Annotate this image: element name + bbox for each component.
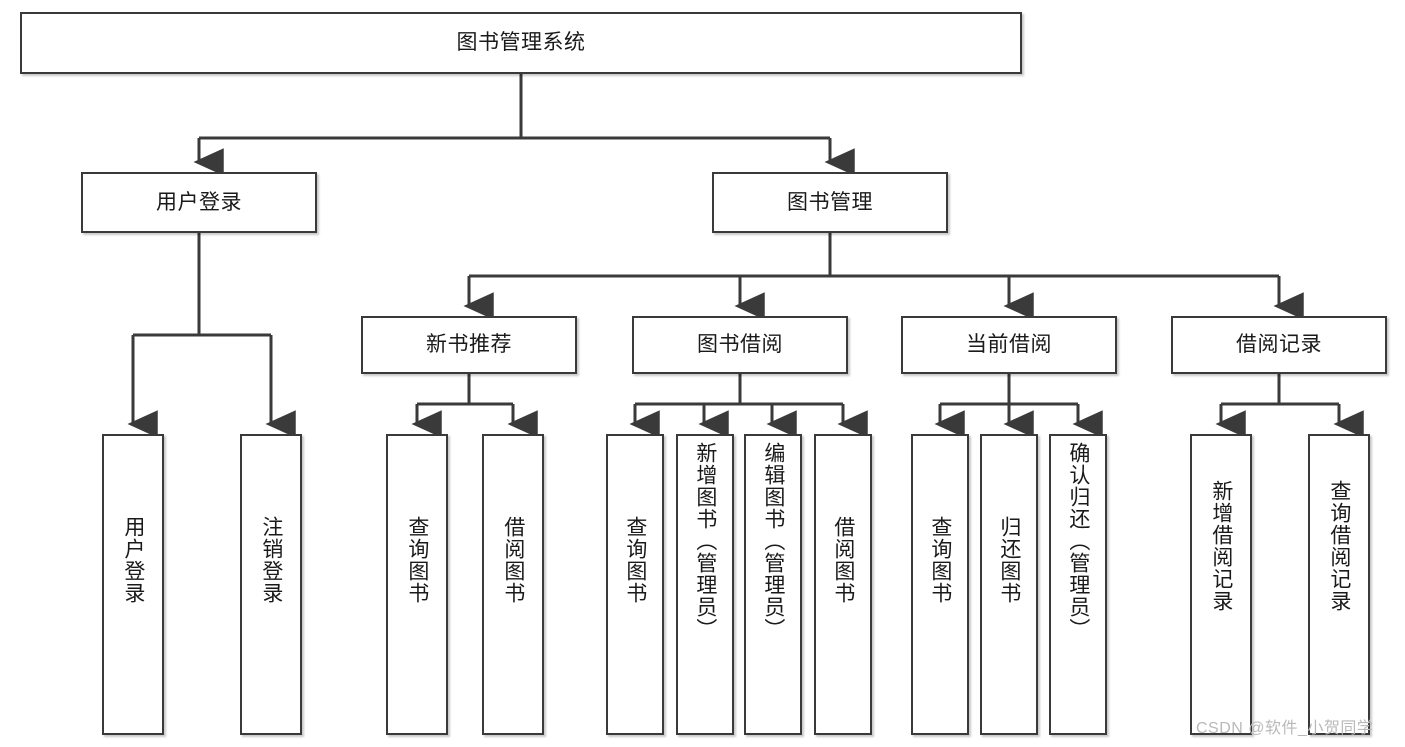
node-borrow-record-label: 借阅记录 — [1236, 333, 1322, 357]
node-leaf-return-book-label: 归还图书 — [997, 516, 1021, 604]
node-leaf-query-book-2-label: 查询图书 — [623, 516, 647, 604]
node-root[interactable]: 图书管理系统 — [20, 12, 1022, 74]
node-book-borrow[interactable]: 图书借阅 — [632, 316, 848, 374]
csdn-watermark: CSDN @软件_小贺同学 — [1196, 720, 1374, 737]
node-leaf-logout-label: 注销登录 — [259, 516, 283, 604]
node-book-manage-label: 图书管理 — [787, 190, 873, 214]
node-leaf-add-book-label: 新增图书（管理员） — [693, 442, 717, 640]
node-current-borrow[interactable]: 当前借阅 — [901, 316, 1117, 374]
node-leaf-confirm-return[interactable]: 确认归还（管理员） — [1049, 434, 1107, 735]
node-leaf-borrow-book-1[interactable]: 借阅图书 — [482, 434, 544, 735]
node-leaf-user-login-label: 用户登录 — [121, 516, 145, 604]
node-leaf-borrow-book-2-label: 借阅图书 — [831, 516, 855, 604]
node-leaf-query-book-2[interactable]: 查询图书 — [606, 434, 664, 735]
node-user-login-label: 用户登录 — [156, 190, 242, 214]
node-borrow-record[interactable]: 借阅记录 — [1171, 316, 1387, 374]
node-root-label: 图书管理系统 — [456, 31, 586, 55]
node-leaf-borrow-book-2[interactable]: 借阅图书 — [814, 434, 872, 735]
node-leaf-query-record[interactable]: 查询借阅记录 — [1308, 434, 1370, 735]
node-leaf-edit-book[interactable]: 编辑图书（管理员） — [744, 434, 802, 735]
node-leaf-add-record[interactable]: 新增借阅记录 — [1190, 434, 1252, 735]
node-leaf-query-record-label: 查询借阅记录 — [1327, 480, 1351, 612]
node-leaf-confirm-return-label: 确认归还（管理员） — [1066, 442, 1090, 640]
node-leaf-query-book-3-label: 查询图书 — [928, 516, 952, 604]
node-leaf-query-book-1[interactable]: 查询图书 — [386, 434, 448, 735]
node-new-book-rec-label: 新书推荐 — [426, 333, 512, 357]
node-leaf-add-book[interactable]: 新增图书（管理员） — [676, 434, 734, 735]
node-leaf-logout[interactable]: 注销登录 — [240, 434, 302, 735]
node-book-manage[interactable]: 图书管理 — [712, 172, 948, 233]
node-leaf-edit-book-label: 编辑图书（管理员） — [761, 442, 785, 640]
node-leaf-borrow-book-1-label: 借阅图书 — [501, 516, 525, 604]
node-leaf-add-record-label: 新增借阅记录 — [1209, 480, 1233, 612]
node-book-borrow-label: 图书借阅 — [697, 333, 783, 357]
node-new-book-rec[interactable]: 新书推荐 — [361, 316, 577, 374]
node-current-borrow-label: 当前借阅 — [966, 333, 1052, 357]
node-leaf-return-book[interactable]: 归还图书 — [980, 434, 1038, 735]
node-leaf-query-book-1-label: 查询图书 — [405, 516, 429, 604]
node-leaf-query-book-3[interactable]: 查询图书 — [911, 434, 969, 735]
node-user-login[interactable]: 用户登录 — [81, 172, 317, 233]
node-leaf-user-login[interactable]: 用户登录 — [102, 434, 164, 735]
